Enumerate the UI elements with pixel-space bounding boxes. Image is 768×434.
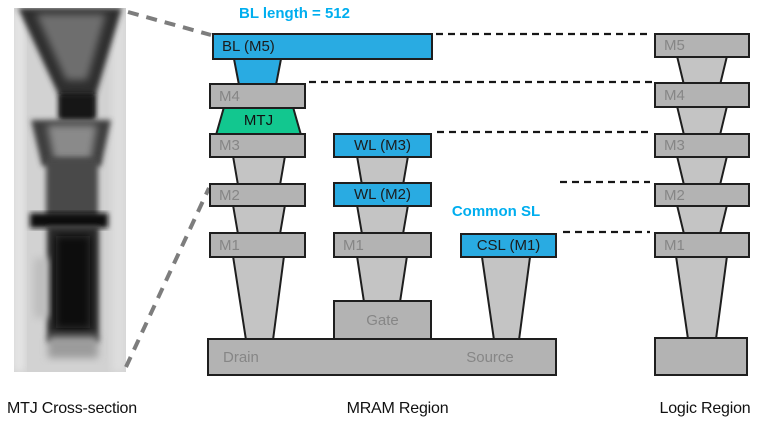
- logic-m4-label: M4: [664, 86, 685, 104]
- caption-logic-region: Logic Region: [659, 400, 751, 417]
- mram-m3-box: M3: [209, 133, 306, 158]
- mram-m2-box: M2: [209, 183, 306, 207]
- gate-box: Gate: [333, 300, 432, 340]
- logic-m5-label: M5: [664, 37, 685, 54]
- leader-line-top: [127, 10, 212, 37]
- logic-via-m4-m3-shape: [675, 105, 729, 136]
- mtj-tem-image: [14, 8, 126, 372]
- gate-contact-shape: [355, 255, 409, 303]
- mram-m1-box: M1: [209, 232, 306, 258]
- logic-m2-label: M2: [664, 186, 685, 204]
- logic-m2-box: M2: [654, 183, 750, 207]
- mram-m4-box: M4: [209, 83, 306, 109]
- logic-m4-box: M4: [654, 82, 750, 108]
- drain-contact-shape: [231, 255, 286, 341]
- wl-m3-box: WL (M3): [333, 133, 432, 158]
- caption-mtj-cross-section: MTJ Cross-section: [7, 400, 137, 417]
- gate-label: Gate: [366, 311, 399, 329]
- leader-line-bottom: [124, 187, 211, 368]
- via-m3-m2-shape: [231, 155, 287, 186]
- mram-m2-label: M2: [219, 186, 240, 204]
- wl-stack-m1-box: M1: [333, 232, 432, 258]
- logic-m5-box: M5: [654, 33, 750, 58]
- logic-via-m3-m2-shape: [675, 155, 729, 186]
- caption-mram-region: MRAM Region: [346, 400, 449, 417]
- wl-m2-box: WL (M2): [333, 182, 432, 207]
- source-contact-shape: [480, 256, 532, 341]
- mram-m4-label: M4: [219, 87, 240, 105]
- logic-via-m2-m1-shape: [675, 204, 729, 235]
- mtj-label: MTJ: [243, 112, 274, 129]
- logic-m3-label: M3: [664, 137, 685, 154]
- logic-m1-box: M1: [654, 232, 750, 258]
- logic-substrate-contact-shape: [674, 255, 729, 340]
- logic-m1-label: M1: [664, 236, 685, 254]
- bl-length-annotation: BL length = 512: [238, 5, 350, 22]
- via-wl3-wl2-shape: [355, 155, 410, 186]
- source-label: Source: [466, 349, 514, 366]
- drain-label: Drain: [223, 349, 259, 366]
- bl-via-shape: [232, 58, 283, 86]
- mram-m1-label: M1: [219, 236, 240, 254]
- csl-m1-label: CSL (M1): [476, 237, 541, 254]
- wl-m2-label: WL (M2): [354, 186, 411, 203]
- bl-m5-bar: BL (M5): [212, 33, 433, 60]
- substrate-bar: Drain Source: [207, 338, 557, 376]
- common-sl-annotation: Common SL: [451, 203, 541, 220]
- logic-m3-box: M3: [654, 133, 750, 158]
- logic-substrate-box: [654, 337, 748, 376]
- via-wl2-m1-shape: [355, 204, 410, 235]
- logic-via-m5-m4-shape: [675, 55, 729, 86]
- bl-m5-label: BL (M5): [222, 38, 275, 55]
- wl-stack-m1-label: M1: [343, 236, 364, 254]
- wl-m3-label: WL (M3): [354, 137, 411, 154]
- csl-m1-box: CSL (M1): [460, 233, 557, 258]
- via-m2-m1-shape: [231, 204, 287, 235]
- mram-m3-label: M3: [219, 137, 240, 154]
